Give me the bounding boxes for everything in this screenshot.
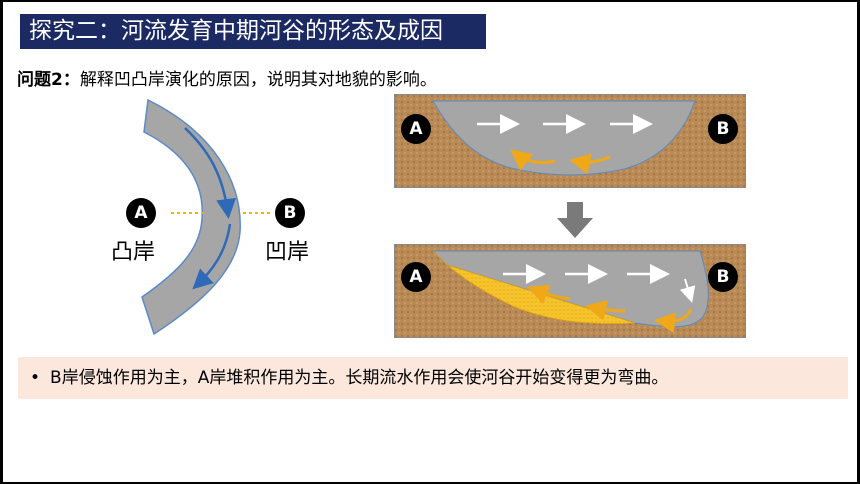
slide: 探究二：河流发育中期河谷的形态及成因 问题2：解释凹凸岸演化的原因，说明其对地貌… — [3, 2, 857, 482]
section-top-a-badge: A — [401, 114, 431, 144]
question-label: 问题2： — [17, 70, 80, 90]
flow-arrow-lower — [192, 223, 232, 290]
cross-section-initial — [394, 94, 746, 188]
cross-section-evolved-drawing — [395, 245, 745, 337]
cross-section-initial-drawing — [395, 95, 745, 187]
deposit-sand — [432, 250, 636, 325]
eddy-arrow — [510, 149, 556, 171]
bullet-icon: • — [30, 368, 41, 388]
eddy-arrow — [527, 284, 571, 305]
slide-title: 探究二：河流发育中期河谷的形态及成因 — [20, 14, 486, 49]
flow-arrow-down — [679, 278, 696, 303]
point-a-badge: A — [126, 198, 156, 228]
eddy-arrow — [569, 153, 611, 175]
water-initial — [432, 100, 696, 176]
evolution-arrow-icon — [557, 202, 593, 238]
convex-bank-label: 凸岸 — [111, 240, 156, 265]
section-bottom-a-badge: A — [401, 262, 431, 292]
question-text: 解释凹凸岸演化的原因，说明其对地貌的影响。 — [79, 70, 437, 90]
section-top-b-badge: B — [708, 114, 738, 144]
river-channel — [141, 98, 241, 336]
answer-text: B岸侵蚀作用为主，A岸堆积作用为主。长期流水作用会使河谷开始变得更为弯曲。 — [50, 368, 669, 388]
answer-box: • B岸侵蚀作用为主，A岸堆积作用为主。长期流水作用会使河谷开始变得更为弯曲。 — [18, 357, 848, 399]
point-b-badge: B — [275, 198, 305, 228]
eddy-arrow — [654, 308, 693, 334]
cross-section-evolved — [394, 244, 746, 338]
eddy-arrow — [585, 300, 626, 321]
river-bend-diagram — [141, 98, 271, 336]
section-bottom-b-badge: B — [708, 262, 738, 292]
water-evolved — [431, 250, 709, 328]
question: 问题2：解释凹凸岸演化的原因，说明其对地貌的影响。 — [17, 65, 437, 90]
concave-bank-label: 凹岸 — [265, 240, 310, 265]
flow-arrow-upper — [184, 127, 237, 219]
